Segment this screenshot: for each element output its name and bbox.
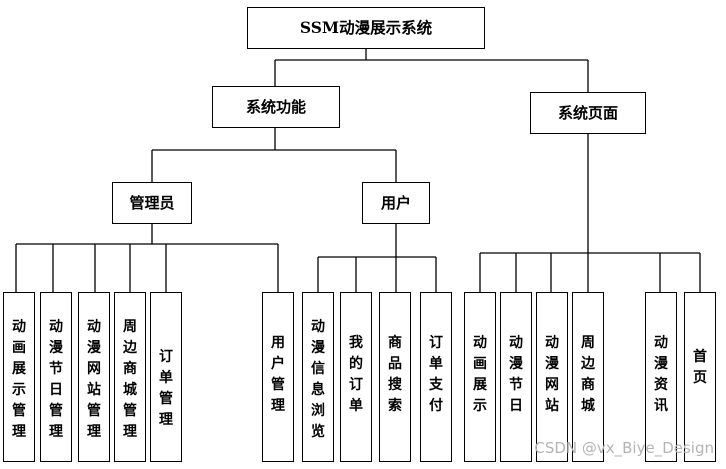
page-leaf: 动漫资讯 <box>645 292 677 462</box>
admin-leaf-label: 用户管理 <box>271 335 285 414</box>
user-node: 用户 <box>362 182 430 224</box>
page-leaf: 动画展示 <box>464 292 496 462</box>
page-leaf-label: 周边商城 <box>581 335 595 414</box>
page-leaf: 首页 <box>684 292 716 462</box>
admin-leaf: 动漫节日管理 <box>40 292 72 462</box>
admin-leaf-label: 动漫节日管理 <box>49 319 63 440</box>
page-leaf-label: 动漫网站 <box>545 335 559 414</box>
user-leaf: 商品搜索 <box>379 292 411 462</box>
page-leaf: 周边商城 <box>572 292 604 462</box>
admin-leaf-label: 周边商城管理 <box>123 319 137 440</box>
user-leaf: 我的订单 <box>340 292 372 462</box>
user-leaf-label: 订单支付 <box>429 335 443 414</box>
page-leaf: 动漫节日 <box>500 292 532 462</box>
admin-leaf-label: 订单管理 <box>159 349 173 428</box>
root-node: SSM动漫展示系统 <box>247 7 485 49</box>
admin-leaf: 周边商城管理 <box>114 292 146 462</box>
watermark-text: CSDN @vx_Biye_Design <box>534 439 714 457</box>
admin-leaf: 用户管理 <box>262 292 294 462</box>
user-label: 用户 <box>380 193 411 212</box>
user-leaf: 订单支付 <box>420 292 452 462</box>
functions-label: 系统功能 <box>245 97 306 116</box>
user-leaf-label: 商品搜索 <box>388 335 402 414</box>
user-leaf-label: 动漫信息浏览 <box>311 319 325 440</box>
functions-node: 系统功能 <box>212 86 340 128</box>
admin-leaf: 动漫网站管理 <box>78 292 110 462</box>
admin-leaf-label: 动画展示管理 <box>12 319 26 440</box>
page-leaf-label: 动漫节日 <box>509 335 523 414</box>
page-leaf-label: 动漫资讯 <box>654 335 668 414</box>
admin-leaf-label: 动漫网站管理 <box>87 319 101 440</box>
root-label: SSM动漫展示系统 <box>299 18 433 38</box>
page-leaf: 动漫网站 <box>536 292 568 462</box>
user-leaf-label: 我的订单 <box>349 335 363 414</box>
page-leaf-label: 首页 <box>693 349 707 386</box>
pages-label: 系统页面 <box>557 103 618 122</box>
admin-label: 管理员 <box>129 193 175 212</box>
page-leaf-label: 动画展示 <box>473 335 487 414</box>
pages-node: 系统页面 <box>530 92 646 134</box>
user-leaf: 动漫信息浏览 <box>302 292 334 462</box>
admin-node: 管理员 <box>112 182 192 224</box>
admin-leaf: 订单管理 <box>150 292 182 462</box>
admin-leaf: 动画展示管理 <box>3 292 35 462</box>
